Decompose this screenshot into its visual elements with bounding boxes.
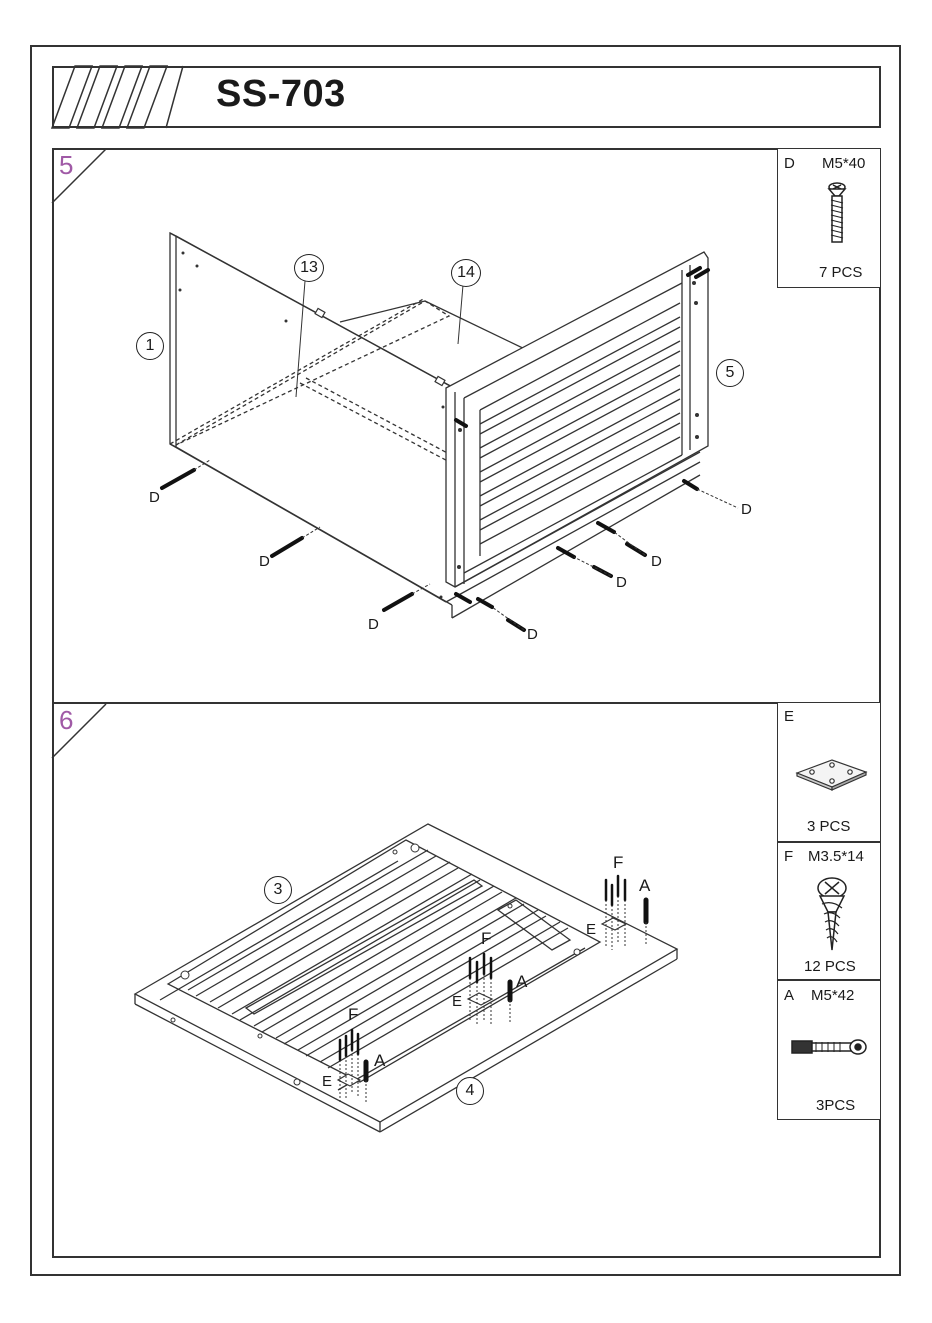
cam-bolt-a-icon (792, 1040, 866, 1054)
part-4-callout: 4 (456, 1077, 484, 1105)
plate-e-label: E (452, 993, 462, 1010)
mending-plate-e-icon (797, 760, 866, 790)
plate-e-label: E (322, 1073, 332, 1090)
screw-f-label: F (613, 853, 623, 873)
plate-e-label: E (586, 921, 596, 938)
bolt-a-label: A (639, 876, 650, 896)
screw-f-label: F (348, 1005, 358, 1025)
screw-f-label: F (481, 929, 491, 949)
wood-screw-f-icon (818, 878, 846, 950)
bolt-a-label: A (516, 972, 527, 992)
bolt-a-label: A (374, 1051, 385, 1071)
part-3-callout: 3 (264, 876, 292, 904)
